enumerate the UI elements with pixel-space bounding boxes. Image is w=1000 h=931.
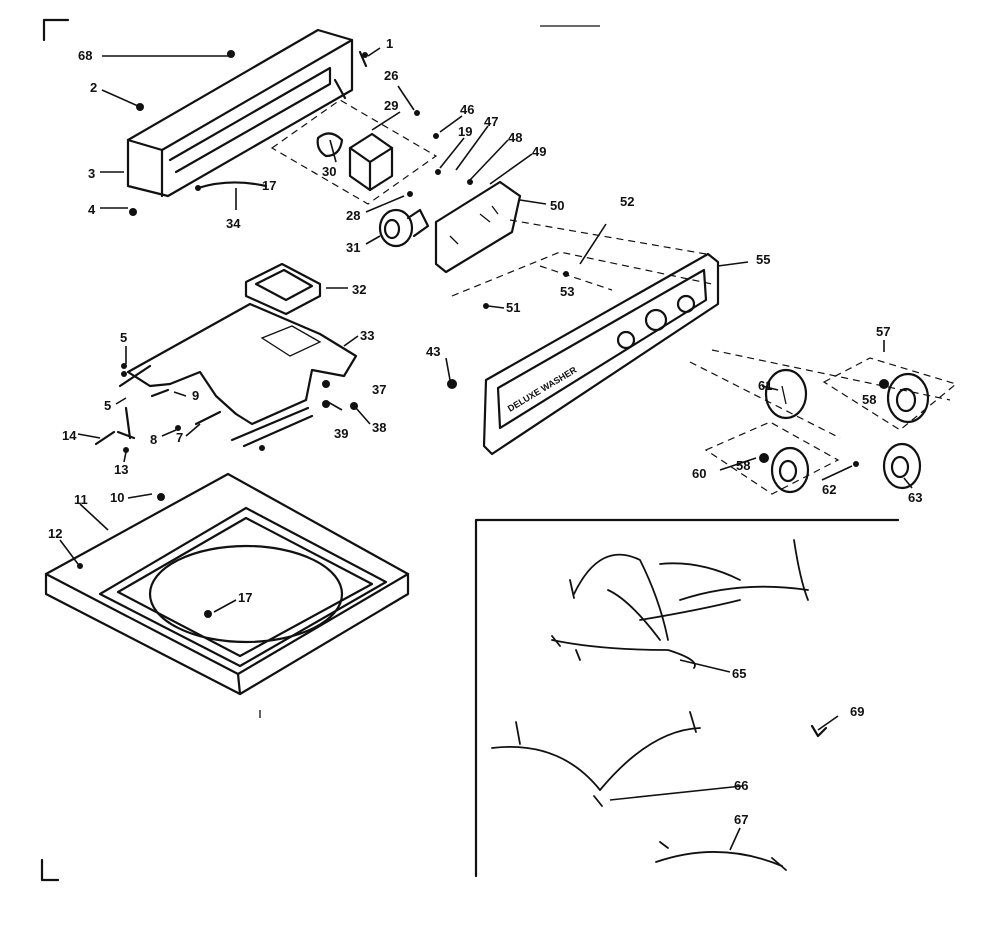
label-55: 55 — [756, 252, 770, 267]
timer-group — [270, 99, 438, 205]
label-10: 10 — [110, 490, 124, 505]
label-60: 60 — [692, 466, 706, 481]
label-57: 57 — [876, 324, 890, 339]
top-cover-11 — [44, 472, 410, 718]
label-5-lower: 5 — [104, 398, 111, 413]
wire-34 — [196, 181, 268, 190]
label-58-upper: 58 — [862, 392, 876, 407]
label-39: 39 — [334, 426, 348, 441]
label-53: 53 — [560, 284, 574, 299]
label-51: 51 — [506, 300, 520, 315]
plate-33 — [118, 302, 358, 451]
label-58-lower: 58 — [736, 458, 750, 473]
label-62: 62 — [822, 482, 836, 497]
frame-marks — [40, 18, 600, 882]
harness-67 — [655, 841, 787, 871]
label-17-tub: 17 — [238, 590, 252, 605]
label-7: 7 — [176, 430, 183, 445]
lid-switch-13 — [94, 406, 136, 453]
screws-top — [129, 50, 368, 216]
label-46: 46 — [460, 102, 474, 117]
dispenser-32 — [244, 262, 322, 316]
label-65: 65 — [732, 666, 746, 681]
label-61: 61 — [758, 378, 772, 393]
label-29: 29 — [384, 98, 398, 113]
label-2: 2 — [90, 80, 97, 95]
label-52: 52 — [620, 194, 634, 209]
label-9: 9 — [192, 388, 199, 403]
leader-lines — [59, 47, 913, 851]
knobs — [759, 368, 930, 494]
inset-frame — [474, 518, 900, 878]
label-13: 13 — [114, 462, 128, 477]
bracket-50 — [414, 110, 522, 274]
label-8: 8 — [150, 432, 157, 447]
harness-66 — [491, 711, 701, 807]
label-1: 1 — [386, 36, 393, 51]
label-48: 48 — [508, 130, 522, 145]
label-32: 32 — [352, 282, 366, 297]
label-33: 33 — [360, 328, 374, 343]
label-50: 50 — [550, 198, 564, 213]
clip-69 — [810, 724, 828, 738]
label-4: 4 — [88, 202, 96, 217]
label-37: 37 — [372, 382, 386, 397]
label-63: 63 — [908, 490, 922, 505]
label-38: 38 — [372, 420, 386, 435]
harness-65 — [551, 539, 809, 669]
alignment-lines — [451, 219, 958, 495]
label-3: 3 — [88, 166, 95, 181]
label-19: 19 — [458, 124, 472, 139]
console-print: DELUXE WASHER — [506, 364, 579, 413]
label-66: 66 — [734, 778, 748, 793]
console-55: DELUXE WASHER — [447, 252, 720, 456]
label-34: 34 — [226, 216, 241, 231]
label-12: 12 — [48, 526, 62, 541]
label-49: 49 — [532, 144, 546, 159]
label-11: 11 — [74, 492, 88, 507]
label-5-top: 5 — [120, 330, 127, 345]
label-17-wire: 17 — [262, 178, 276, 193]
label-28: 28 — [346, 208, 360, 223]
label-30: 30 — [322, 164, 336, 179]
label-68: 68 — [78, 48, 92, 63]
motor-31 — [378, 191, 430, 248]
label-69: 69 — [850, 704, 864, 719]
label-67: 67 — [734, 812, 748, 827]
label-26: 26 — [384, 68, 398, 83]
label-31: 31 — [346, 240, 360, 255]
part-labels: 68 1 2 3 4 34 17 26 29 30 46 19 47 48 49… — [48, 36, 922, 827]
label-43: 43 — [426, 344, 440, 359]
label-47: 47 — [484, 114, 498, 129]
console-top-bar — [126, 28, 354, 198]
label-14: 14 — [62, 428, 77, 443]
